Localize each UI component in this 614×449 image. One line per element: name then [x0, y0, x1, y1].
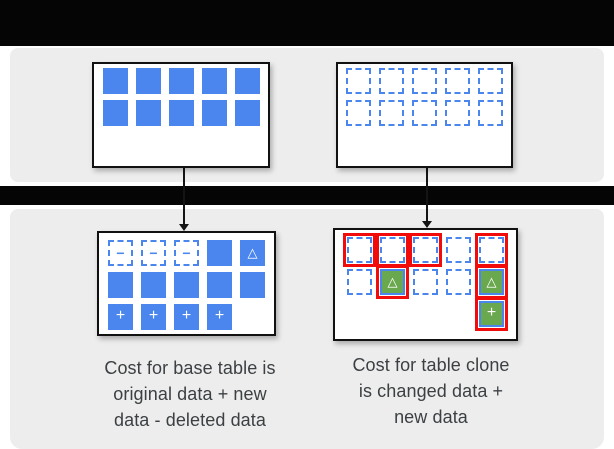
base-table-after-changes-box: − − − △ + + + +	[97, 231, 276, 336]
data-block-dashed-minus: −	[174, 240, 199, 266]
data-block-dashed-minus: −	[141, 240, 166, 266]
table-clone-cost-caption: Cost for table clone is changed data + n…	[352, 355, 510, 427]
data-block-dashed-red	[343, 233, 376, 267]
data-block-solid	[141, 272, 166, 298]
data-block-solid-plus: +	[174, 304, 199, 330]
data-block-solid	[207, 240, 232, 266]
data-block-dashed	[446, 269, 471, 295]
data-block-solid-plus: +	[207, 304, 232, 330]
data-block-solid	[168, 68, 194, 94]
data-block-solid	[234, 68, 260, 94]
data-block-dashed-red	[376, 233, 409, 267]
middle-black-bar	[0, 186, 614, 205]
data-block-dashed	[445, 68, 470, 94]
data-block-dashed-minus: −	[108, 240, 133, 266]
minus-icon: −	[116, 245, 125, 261]
data-block-solid	[207, 272, 232, 298]
triangle-delta-icon: △	[387, 273, 398, 289]
minus-icon: −	[149, 245, 158, 261]
plus-icon: +	[214, 307, 225, 324]
data-block-dashed-red	[409, 233, 442, 267]
data-block-dashed	[446, 237, 471, 263]
data-block-solid	[234, 100, 260, 126]
data-block-dashed	[445, 100, 470, 126]
down-arrow-base-table	[179, 168, 189, 231]
data-block-green-plus-red: +	[475, 297, 508, 331]
minus-icon: −	[182, 245, 191, 261]
table-clone-after-changes-box: △ △ +	[333, 228, 518, 341]
data-block-dashed	[412, 68, 437, 94]
data-block-solid-triangle: △	[240, 240, 265, 266]
top-black-bar	[0, 0, 614, 46]
data-block-solid	[201, 68, 227, 94]
base-table-cost-caption: Cost for base table is original data + n…	[104, 358, 276, 430]
data-block-solid	[201, 100, 227, 126]
data-block-dashed	[379, 68, 404, 94]
plus-icon: +	[148, 307, 159, 324]
data-block-solid	[240, 272, 265, 298]
triangle-delta-icon: △	[247, 244, 258, 260]
data-block-dashed	[478, 68, 503, 94]
data-block-dashed	[412, 100, 437, 126]
data-block-solid-plus: +	[108, 304, 133, 330]
data-block-solid	[108, 272, 133, 298]
data-block-dashed	[478, 100, 503, 126]
plus-icon: +	[181, 307, 192, 324]
plus-icon: +	[486, 304, 497, 321]
data-block-solid	[135, 68, 161, 94]
data-block-solid-plus: +	[141, 304, 166, 330]
triangle-delta-icon: △	[486, 273, 497, 289]
data-block-dashed	[379, 100, 404, 126]
data-block-green-triangle-red: △	[376, 265, 409, 299]
data-block-solid	[102, 68, 128, 94]
data-block-solid	[102, 100, 128, 126]
base-table-original-box	[92, 62, 270, 168]
data-block-dashed	[413, 269, 438, 295]
data-block-green-triangle-red: △	[475, 265, 508, 299]
plus-icon: +	[115, 307, 126, 324]
data-block-dashed	[347, 269, 372, 295]
data-block-solid	[168, 100, 194, 126]
data-block-solid	[174, 272, 199, 298]
table-clone-initial-box	[336, 62, 513, 168]
data-block-dashed-red	[475, 233, 508, 267]
data-block-dashed	[346, 68, 371, 94]
data-block-dashed	[346, 100, 371, 126]
data-block-solid	[135, 100, 161, 126]
down-arrow-table-clone	[422, 168, 432, 228]
